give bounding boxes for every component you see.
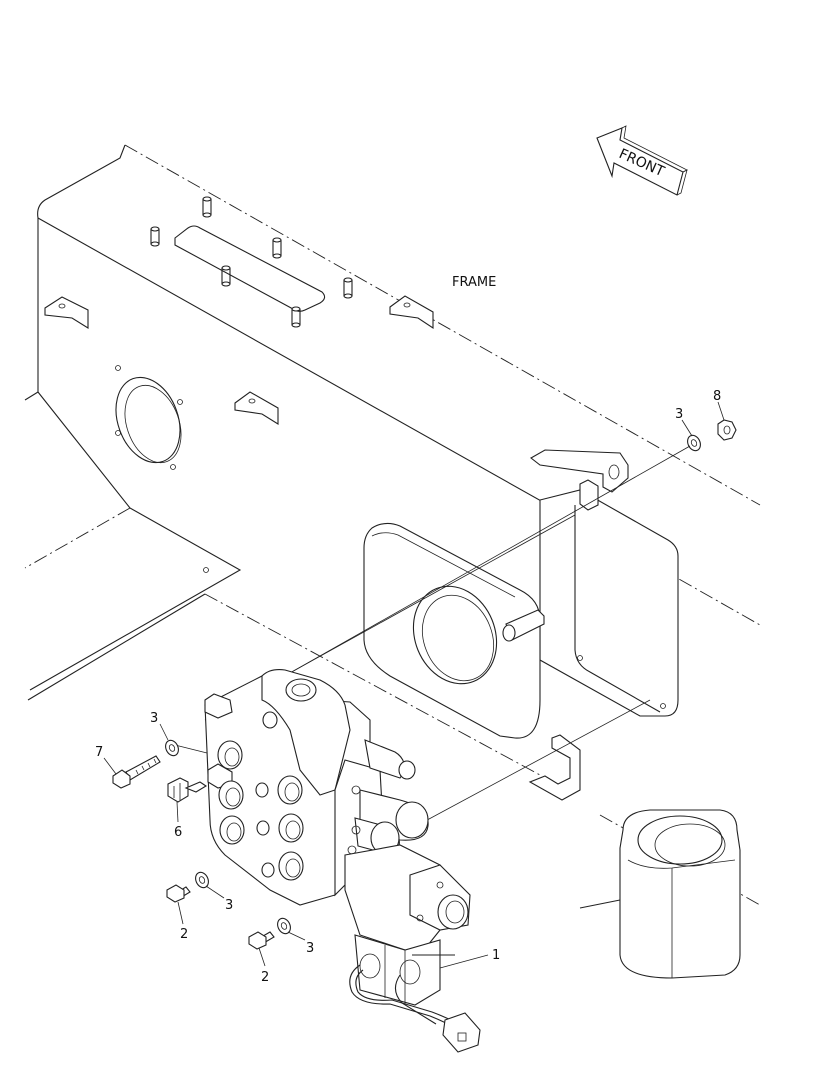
washer-3-top xyxy=(687,434,701,452)
callout-8: 8 xyxy=(713,389,721,404)
clamp-6 xyxy=(167,777,208,803)
callout-3-lower-left: 3 xyxy=(225,898,233,913)
frame-studs xyxy=(150,196,353,328)
mounting-plate xyxy=(528,449,679,801)
frame-slot xyxy=(174,225,326,312)
support-block xyxy=(579,809,741,979)
washer-3-lower-right xyxy=(277,917,291,935)
washer-3-left xyxy=(165,739,179,757)
bolt-7 xyxy=(112,755,161,789)
frame-label: FRAME xyxy=(452,275,496,290)
callout-1: 1 xyxy=(492,948,500,963)
callout-3-left: 3 xyxy=(150,711,158,726)
frame-round-opening xyxy=(115,365,209,573)
bolt-2-left xyxy=(166,884,191,903)
callout-2-right: 2 xyxy=(261,970,269,985)
bolt-2-right xyxy=(248,931,275,950)
callout-2-left: 2 xyxy=(180,927,188,942)
front-arrow-icon: FRONT xyxy=(596,125,688,196)
callout-6: 6 xyxy=(174,825,182,840)
nut-8 xyxy=(717,419,737,441)
washer-3-lower-left xyxy=(195,871,209,889)
callout-3-lower-right: 3 xyxy=(306,941,314,956)
frame-brackets xyxy=(44,295,434,425)
callout-7: 7 xyxy=(95,745,103,760)
control-valve-assembly xyxy=(204,669,481,1053)
callout-leaders xyxy=(103,401,725,969)
gasket-plate xyxy=(363,522,545,739)
callout-3-top: 3 xyxy=(675,407,683,422)
